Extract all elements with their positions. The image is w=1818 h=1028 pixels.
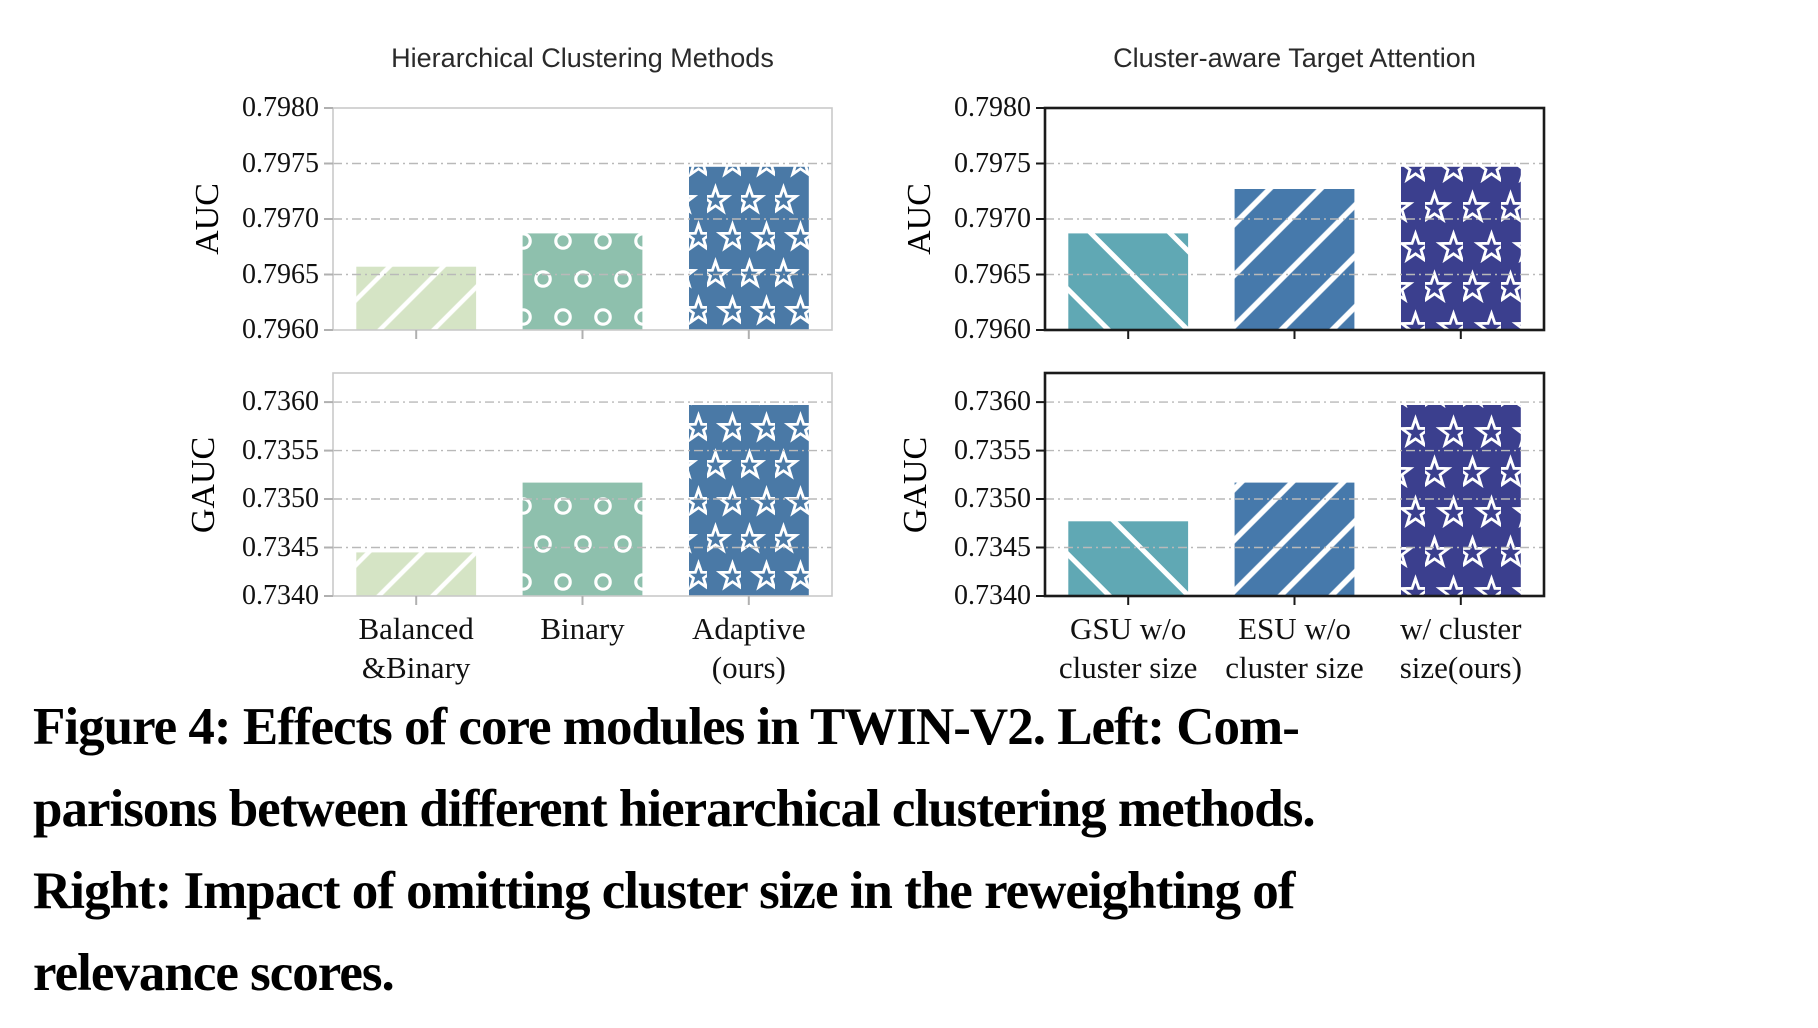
chart-title-cluster-aware-attention: Cluster-aware Target Attention — [1113, 43, 1476, 73]
bar — [1068, 521, 1189, 596]
category-label: Binary — [540, 611, 625, 646]
bar — [689, 166, 809, 330]
bar — [522, 482, 643, 596]
y-tick-label: 0.7980 — [954, 92, 1031, 123]
y-tick-label: 0.7975 — [954, 147, 1031, 179]
plot-area-3 — [1036, 371, 1546, 605]
plot-area-2 — [1036, 106, 1546, 339]
bar — [1401, 166, 1521, 330]
bar — [1068, 233, 1189, 330]
y-tick-label: 0.7970 — [954, 203, 1031, 234]
bar — [689, 405, 809, 596]
y-tick-label: 0.7960 — [954, 314, 1031, 345]
caption-line-1: Figure 4: Effects of core modules in TWI… — [33, 698, 1300, 756]
category-label: ESU w/o cluster size — [1225, 611, 1364, 685]
y-tick-label: 0.7970 — [242, 203, 319, 234]
y-tick-label: 0.7360 — [954, 386, 1031, 418]
y-tick-label: 0.7965 — [242, 258, 319, 290]
bar — [522, 233, 643, 330]
y-tick-label: 0.7350 — [242, 483, 319, 515]
y-tick-label: 0.7345 — [242, 531, 319, 563]
bar — [1401, 405, 1521, 596]
caption-line-2: parisons between different hierarchical … — [33, 780, 1316, 838]
plot-area-1 — [324, 372, 833, 605]
bar — [356, 266, 477, 330]
y-tick-label: 0.7355 — [954, 434, 1031, 466]
category-label: Balanced &Binary — [358, 611, 474, 685]
y-tick-label: 0.7340 — [954, 580, 1031, 611]
bar — [356, 552, 477, 596]
y-tick-label: 0.7360 — [242, 386, 319, 418]
y-tick-label: 0.7960 — [242, 314, 319, 345]
bar — [1234, 189, 1355, 330]
category-label: Adaptive (ours) — [692, 611, 806, 685]
y-tick-label: 0.7975 — [242, 147, 319, 179]
y-tick-label: 0.7340 — [242, 580, 319, 611]
y-tick-label: 0.7980 — [242, 92, 319, 123]
chart-title-hierarchical-clustering: Hierarchical Clustering Methods — [391, 43, 774, 73]
figure-caption: Figure 4: Effects of core modules in TWI… — [33, 686, 1316, 1014]
y-tick-label: 0.7355 — [242, 434, 319, 466]
y-tick-label: 0.7345 — [954, 531, 1031, 563]
caption-line-4: relevance scores. — [33, 944, 395, 1002]
y-tick-label: 0.7350 — [954, 483, 1031, 515]
plot-area-0 — [324, 107, 833, 339]
category-label: w/ cluster size(ours) — [1399, 611, 1522, 685]
y-tick-label: 0.7965 — [954, 258, 1031, 290]
caption-line-3: Right: Impact of omitting cluster size i… — [33, 862, 1295, 920]
bar — [1234, 482, 1355, 596]
category-label: GSU w/o cluster size — [1058, 611, 1198, 685]
